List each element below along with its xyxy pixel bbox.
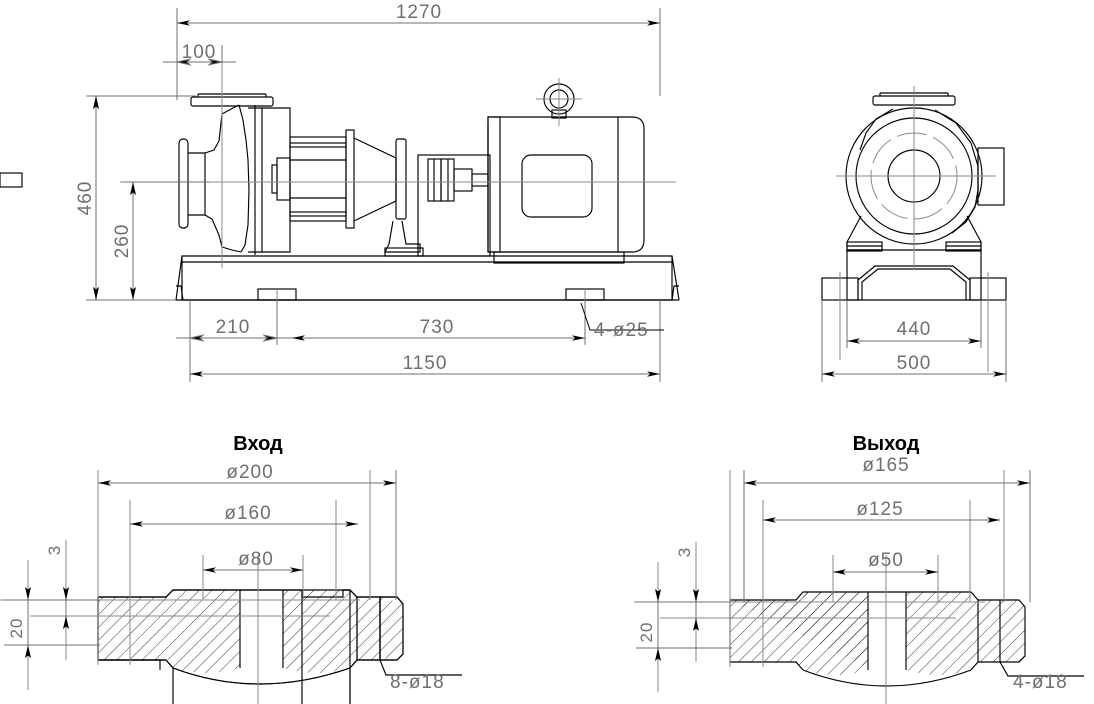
- dim-inlet-bolt-circle: ø160: [224, 503, 271, 524]
- dim-210: 210: [216, 317, 251, 338]
- dim-outlet-bore: ø50: [868, 550, 904, 571]
- dimensions-end-view: [821, 300, 1007, 382]
- vertical-arrowheads-side: [93, 96, 136, 300]
- coupling-guard: [417, 154, 491, 257]
- inlet-flange-section: [97, 589, 462, 704]
- pump-support-foot: [384, 220, 424, 257]
- dimensions-outlet: [743, 470, 1031, 602]
- dim-outlet-od: ø165: [862, 455, 909, 476]
- dim-1150: 1150: [403, 353, 448, 374]
- vertical-arrowheads-inlet: [25, 587, 69, 658]
- suction-flange-side: [178, 138, 206, 229]
- dim-460: 460: [75, 181, 96, 216]
- motor-adapter-cone: [353, 137, 407, 222]
- dim-inlet-raised-face: 3: [45, 545, 64, 555]
- electric-motor: [487, 116, 645, 264]
- dim-500: 500: [897, 353, 932, 374]
- discharge-flange-side: [190, 93, 274, 107]
- dim-1270: 1270: [396, 2, 442, 23]
- centerlines-side-view: [120, 60, 676, 312]
- dimensions-side-view: [86, 8, 664, 382]
- vertical-dim-arrows-side: [95, 96, 134, 300]
- dim-outlet-thickness: 20: [637, 622, 656, 643]
- coupling: [0, 158, 489, 202]
- dim-260: 260: [112, 224, 133, 259]
- baseplate: [175, 255, 680, 301]
- vertical-arrowheads-outlet: [655, 589, 699, 661]
- dim-4x25-holes: 4-ø25: [594, 320, 649, 341]
- dim-100: 100: [182, 42, 217, 63]
- dim-outlet-raised-face: 3: [675, 547, 694, 557]
- centerlines-end-view: [836, 86, 996, 372]
- dim-440: 440: [897, 319, 932, 340]
- dim-inlet-thickness: 20: [7, 618, 26, 639]
- dimensions-inlet: [98, 470, 397, 600]
- centerlines-outlet: [634, 470, 1005, 704]
- dim-inlet-bore: ø80: [238, 549, 274, 570]
- dim-outlet-bolt-circle: ø125: [856, 499, 903, 520]
- pump-side-elevation: [0, 83, 680, 301]
- dim-730: 730: [420, 317, 455, 338]
- dim-inlet-od: ø200: [226, 462, 273, 483]
- dim-outlet-bolt-holes: 4-ø18: [1013, 672, 1068, 693]
- outlet-title: Выход: [853, 433, 920, 455]
- bearing-housing: [271, 129, 355, 229]
- inlet-title: Вход: [233, 433, 283, 455]
- dim-inlet-bolt-holes: 8-ø18: [390, 672, 445, 693]
